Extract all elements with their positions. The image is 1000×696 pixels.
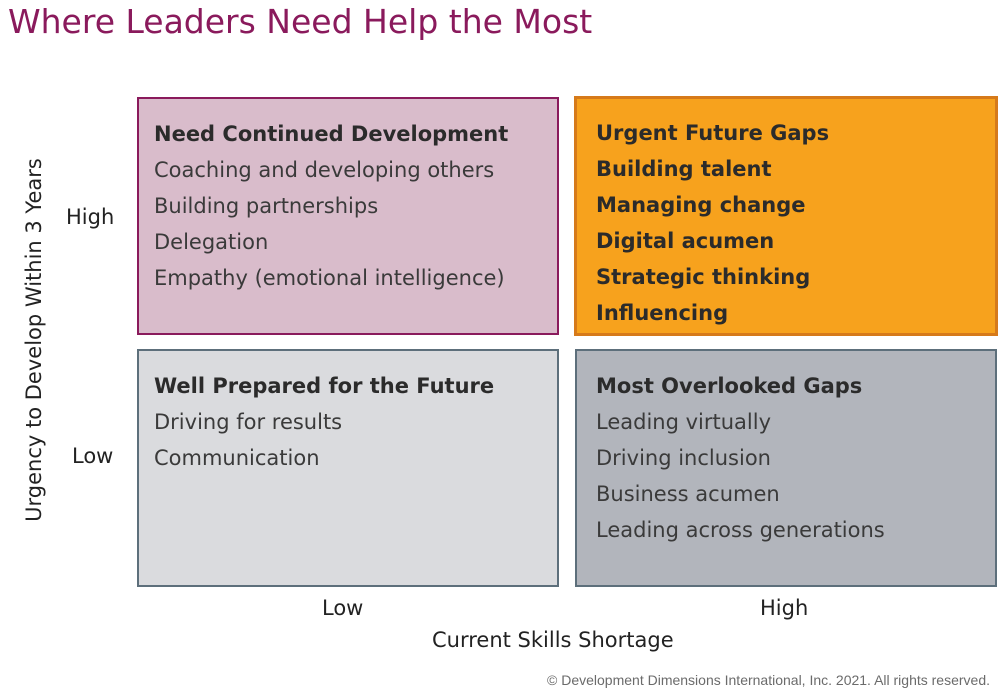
quadrant-heading: Need Continued Development — [154, 122, 509, 146]
list-item: Delegation — [154, 230, 269, 254]
quadrant-heading: Urgent Future Gaps — [596, 121, 830, 145]
y-axis-high-label: High — [66, 205, 115, 229]
quadrant-items: Coaching and developing others Building … — [154, 152, 543, 296]
page-title: Where Leaders Need Help the Most — [8, 2, 593, 41]
copyright-notice: © Development Dimensions International, … — [547, 672, 990, 688]
quadrant-need-continued-development: Need Continued Development Coaching and … — [137, 97, 559, 335]
list-item: Building partnerships — [154, 194, 379, 218]
list-item: Leading virtually — [596, 410, 772, 434]
quadrant-heading: Most Overlooked Gaps — [596, 374, 863, 398]
list-item: Influencing — [596, 301, 729, 325]
x-axis-high-label: High — [760, 596, 809, 620]
list-item: Digital acumen — [596, 229, 775, 253]
list-item: Building talent — [596, 157, 772, 181]
quadrant-most-overlooked-gaps: Most Overlooked Gaps Leading virtually D… — [575, 349, 997, 587]
list-item: Managing change — [596, 193, 806, 217]
quadrant-well-prepared: Well Prepared for the Future Driving for… — [137, 349, 559, 587]
list-item: Business acumen — [596, 482, 780, 506]
y-axis-label: Urgency to Develop Within 3 Years — [22, 158, 46, 522]
y-axis-low-label: Low — [72, 444, 114, 468]
quadrant-heading: Well Prepared for the Future — [154, 374, 495, 398]
list-item: Empathy (emotional intelligence) — [154, 266, 505, 290]
list-item: Coaching and developing others — [154, 158, 495, 182]
quadrant-items: Driving for results Communication — [154, 404, 543, 476]
x-axis-low-label: Low — [322, 596, 364, 620]
quadrant-urgent-future-gaps: Urgent Future Gaps Building talent Manag… — [574, 96, 998, 336]
list-item: Driving inclusion — [596, 446, 771, 470]
list-item: Strategic thinking — [596, 265, 811, 289]
list-item: Communication — [154, 446, 320, 470]
quadrant-items: Leading virtually Driving inclusion Busi… — [596, 404, 981, 548]
list-item: Driving for results — [154, 410, 343, 434]
x-axis-label: Current Skills Shortage — [432, 628, 674, 652]
list-item: Leading across generations — [596, 518, 885, 542]
quadrant-items: Building talent Managing change Digital … — [596, 151, 981, 331]
